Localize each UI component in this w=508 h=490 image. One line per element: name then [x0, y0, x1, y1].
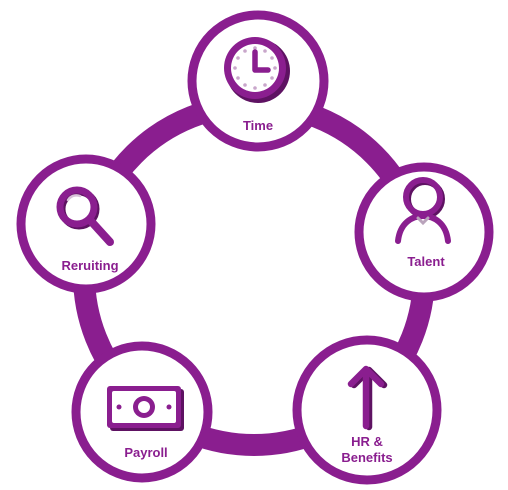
node-talent-circle	[354, 162, 494, 302]
node-payroll: Payroll	[71, 341, 213, 483]
node-hr-benefits-label-line1: HR &	[351, 434, 383, 449]
node-talent: Talent	[354, 162, 494, 302]
node-talent-label: Talent	[407, 254, 445, 269]
node-recruiting-label: Reruiting	[61, 258, 118, 273]
node-payroll-label: Payroll	[124, 445, 167, 460]
node-time-label: Time	[243, 118, 273, 133]
node-hr-benefits-label-line2: Benefits	[341, 450, 392, 465]
up-arrow-icon	[347, 365, 388, 431]
magnifier-icon	[56, 186, 114, 246]
node-recruiting: Reruiting	[16, 154, 156, 294]
clock-icon	[224, 37, 290, 103]
person-icon	[395, 177, 451, 244]
node-time: Time	[187, 10, 329, 152]
money-bill-icon	[107, 386, 184, 431]
node-hr-benefits: HR & Benefits	[292, 335, 442, 485]
